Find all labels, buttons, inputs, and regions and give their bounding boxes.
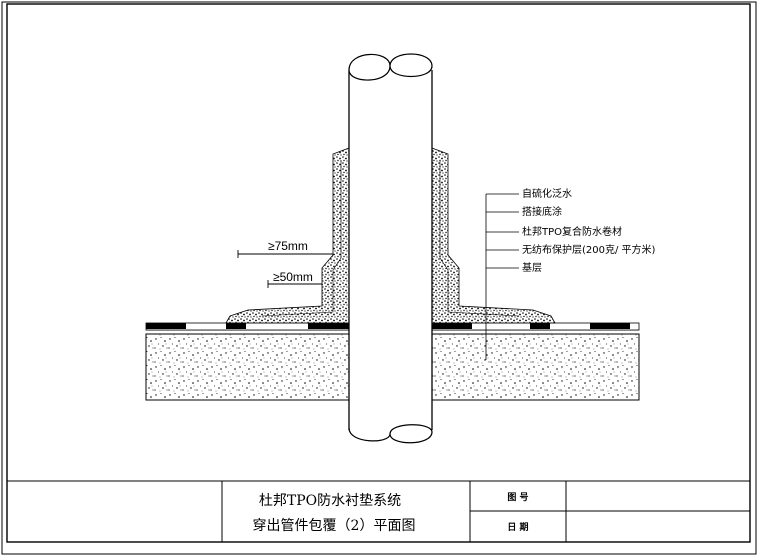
- seam-right-outer: [590, 323, 630, 329]
- sheet-border-inner: [6, 3, 751, 543]
- dimension-lower: [267, 280, 322, 288]
- flashing-right: [431, 147, 556, 324]
- seam-right-pipe: [432, 323, 472, 329]
- drawing-number-label: 图 号: [507, 492, 528, 503]
- seam-left-pipe: [308, 323, 349, 329]
- label-base-layer: 基层: [522, 261, 542, 274]
- pipe-break-top: [348, 53, 433, 81]
- label-lap-primer: 搭接底涂: [522, 205, 562, 218]
- pipe-body: [349, 55, 432, 443]
- dimension-upper: [237, 250, 333, 258]
- seam-right-inner: [530, 323, 550, 329]
- flashing-left: [225, 147, 350, 324]
- date-label: 日 期: [507, 521, 528, 533]
- label-tpo-membrane: 杜邦TPO复合防水卷材: [522, 225, 622, 238]
- dimension-lower-text: ≥50mm: [273, 270, 313, 284]
- flashing-left-profile: [261, 160, 342, 317]
- flashing-right-profile: [439, 160, 520, 317]
- pipe-break-bottom: [348, 424, 433, 444]
- dimension-upper-text: ≥75mm: [268, 239, 308, 253]
- label-nonwoven-protection: 无纺布保护层(200克/ 平方米): [522, 243, 656, 256]
- title-line-2: 穿出管件包覆（2）平面图: [253, 518, 416, 534]
- base-slab-right: [431, 333, 640, 401]
- seam-left-inner: [226, 323, 246, 329]
- title-line-1: 杜邦TPO防水衬垫系统: [259, 493, 401, 509]
- leader-lines: [485, 193, 519, 360]
- label-self-vulcanizing-flashing: 自硫化泛水: [522, 187, 572, 200]
- seam-left-outer: [146, 323, 186, 329]
- base-slab-left: [145, 333, 350, 401]
- title-block: [7, 480, 750, 542]
